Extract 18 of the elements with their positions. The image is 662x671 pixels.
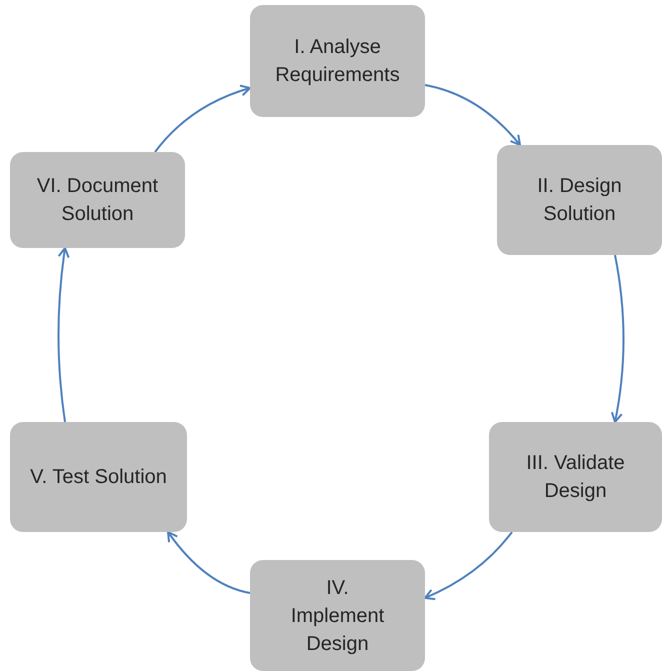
arrow — [424, 531, 513, 600]
arrow — [610, 254, 624, 423]
process-box — [489, 422, 662, 532]
step-label: V. Test Solution — [30, 465, 167, 490]
step-label: IV. Implement Design — [290, 576, 385, 656]
step-label: III. Validate Design — [525, 451, 626, 504]
step-label: I. Analyse Requirements — [274, 35, 401, 88]
arrow — [167, 531, 250, 594]
process-box — [497, 145, 662, 255]
arrow — [424, 84, 521, 146]
process-box — [250, 5, 425, 117]
process-box — [10, 152, 185, 248]
process-box — [250, 560, 425, 671]
arrow — [58, 247, 70, 422]
step-label: II. Design Solution — [536, 174, 623, 227]
arrow — [154, 84, 251, 153]
step-label: VI. Document Solution — [36, 174, 160, 227]
process-box — [10, 422, 187, 532]
